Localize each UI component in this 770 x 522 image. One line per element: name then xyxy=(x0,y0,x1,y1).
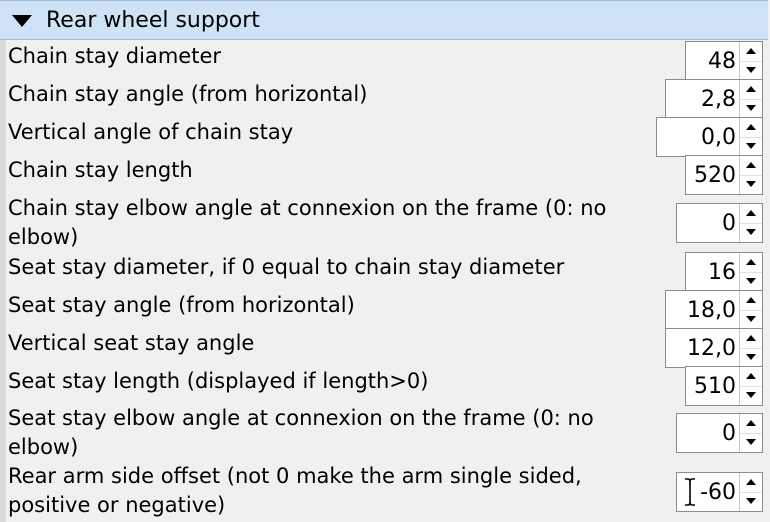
field-row-seat-stay-diameter: Seat stay diameter, if 0 equal to chain … xyxy=(0,252,770,292)
field-row-chain-stay-length: Chain stay length 520 xyxy=(0,154,770,195)
spinbox-value[interactable]: 520 xyxy=(694,163,736,188)
field-label: Seat stay length (displayed if length>0) xyxy=(8,369,429,393)
decrement-arrow-icon[interactable] xyxy=(740,99,762,118)
seat-stay-length-spinbox[interactable]: 510 xyxy=(685,366,763,406)
field-label: Vertical angle of chain stay xyxy=(8,120,294,144)
spinbox-value[interactable]: -60 xyxy=(700,480,736,505)
field-row-seat-stay-angle: Seat stay angle (from horizontal) 18,0 xyxy=(0,290,770,330)
increment-arrow-icon[interactable] xyxy=(740,414,762,434)
spinbox-value[interactable]: 510 xyxy=(694,374,736,399)
field-label: Chain stay diameter xyxy=(8,44,222,68)
section-title: Rear wheel support xyxy=(46,8,260,33)
rear-arm-side-offset-spinbox[interactable]: -60 xyxy=(676,472,763,512)
decrement-arrow-icon[interactable] xyxy=(740,433,762,452)
text-cursor-icon xyxy=(685,478,695,506)
increment-arrow-icon[interactable] xyxy=(740,80,762,100)
field-row-vertical-angle-chain-stay: Vertical angle of chain stay 0,0 xyxy=(0,116,770,157)
spinbox-value[interactable]: 12,0 xyxy=(687,336,736,361)
spinbox-value[interactable]: 0,0 xyxy=(701,125,736,150)
increment-arrow-icon[interactable] xyxy=(740,204,762,224)
decrement-arrow-icon[interactable] xyxy=(740,137,762,156)
spinbox-value[interactable]: 48 xyxy=(708,49,736,74)
decrement-arrow-icon[interactable] xyxy=(740,386,762,405)
spinbox-value[interactable]: 0 xyxy=(722,421,736,446)
seat-stay-elbow-angle-spinbox[interactable]: 0 xyxy=(676,413,763,453)
section-indent-bar xyxy=(0,40,6,522)
chain-stay-elbow-angle-spinbox[interactable]: 0 xyxy=(676,203,763,243)
decrement-arrow-icon[interactable] xyxy=(740,348,762,367)
spinbox-value[interactable]: 0 xyxy=(722,211,736,236)
chain-stay-length-spinbox[interactable]: 520 xyxy=(685,155,763,195)
increment-arrow-icon[interactable] xyxy=(740,329,762,349)
vertical-seat-stay-angle-spinbox[interactable]: 12,0 xyxy=(665,328,763,368)
chain-stay-diameter-spinbox[interactable]: 48 xyxy=(685,41,763,81)
increment-arrow-icon[interactable] xyxy=(740,291,762,311)
field-row-chain-stay-diameter: Chain stay diameter 48 xyxy=(0,40,770,81)
field-label: Chain stay angle (from horizontal) xyxy=(8,82,368,106)
spinbox-value[interactable]: 16 xyxy=(708,260,736,285)
section-header-rear-wheel-support[interactable]: Rear wheel support xyxy=(0,0,768,40)
field-row-seat-stay-length: Seat stay length (displayed if length>0)… xyxy=(0,366,770,406)
field-row-chain-stay-elbow-angle: Chain stay elbow angle at connexion on t… xyxy=(0,194,770,252)
field-label: Chain stay elbow angle at connexion on t… xyxy=(8,196,607,249)
increment-arrow-icon[interactable] xyxy=(740,156,762,176)
field-row-rear-arm-side-offset: Rear arm side offset (not 0 make the arm… xyxy=(0,462,770,522)
spinbox-value[interactable]: 2,8 xyxy=(701,87,736,112)
increment-arrow-icon[interactable] xyxy=(740,42,762,62)
field-row-seat-stay-elbow-angle: Seat stay elbow angle at connexion on th… xyxy=(0,404,770,462)
decrement-arrow-icon[interactable] xyxy=(740,61,762,80)
spinbox-value[interactable]: 18,0 xyxy=(687,298,736,323)
vertical-angle-chain-stay-spinbox[interactable]: 0,0 xyxy=(656,117,763,157)
increment-arrow-icon[interactable] xyxy=(740,253,762,273)
field-label: Rear arm side offset (not 0 make the arm… xyxy=(8,464,582,517)
increment-arrow-icon[interactable] xyxy=(740,118,762,138)
decrement-arrow-icon[interactable] xyxy=(740,272,762,291)
increment-arrow-icon[interactable] xyxy=(740,473,762,493)
field-label: Vertical seat stay angle xyxy=(8,331,255,355)
field-label: Seat stay elbow angle at connexion on th… xyxy=(8,406,594,459)
collapse-triangle-icon[interactable] xyxy=(12,15,32,27)
increment-arrow-icon[interactable] xyxy=(740,367,762,387)
field-row-chain-stay-angle: Chain stay angle (from horizontal) 2,8 xyxy=(0,78,770,119)
chain-stay-angle-spinbox[interactable]: 2,8 xyxy=(665,79,763,119)
field-label: Chain stay length xyxy=(8,158,193,182)
seat-stay-diameter-spinbox[interactable]: 16 xyxy=(685,252,763,292)
field-label: Seat stay angle (from horizontal) xyxy=(8,293,355,317)
field-row-vertical-seat-stay-angle: Vertical seat stay angle 12,0 xyxy=(0,328,770,368)
field-label: Seat stay diameter, if 0 equal to chain … xyxy=(8,255,565,279)
seat-stay-angle-spinbox[interactable]: 18,0 xyxy=(665,290,763,330)
decrement-arrow-icon[interactable] xyxy=(740,223,762,242)
decrement-arrow-icon[interactable] xyxy=(740,492,762,511)
decrement-arrow-icon[interactable] xyxy=(740,175,762,194)
decrement-arrow-icon[interactable] xyxy=(740,310,762,329)
